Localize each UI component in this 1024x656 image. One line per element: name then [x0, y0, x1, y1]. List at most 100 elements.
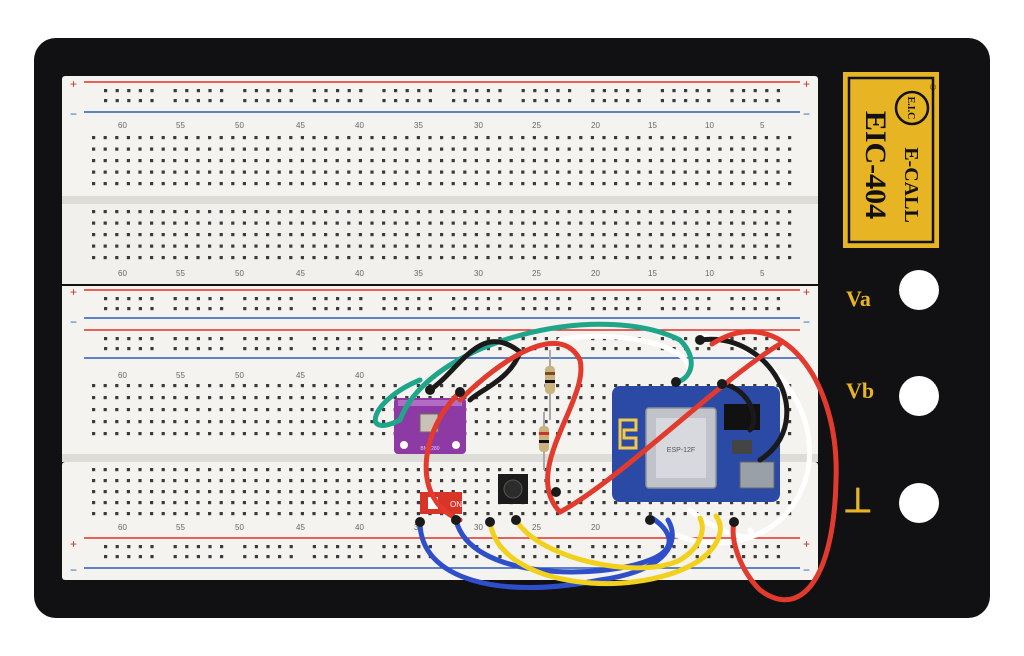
breadboard-hole	[335, 159, 339, 163]
rail-hole	[266, 555, 270, 559]
breadboard-hole	[579, 159, 583, 163]
breadboard-hole	[150, 221, 154, 225]
rail-hole	[254, 297, 258, 301]
minus-mark: −	[70, 315, 77, 329]
breadboard-hole	[532, 420, 536, 424]
rail-hole	[521, 89, 525, 93]
breadboard-hole	[161, 136, 165, 140]
breadboard-hole	[521, 384, 525, 388]
breadboard-hole	[219, 221, 223, 225]
breadboard-hole	[103, 221, 107, 225]
breadboard-hole	[672, 147, 676, 151]
breadboard-hole	[242, 420, 246, 424]
minus-mark: −	[70, 107, 77, 121]
breadboard-hole	[312, 468, 316, 472]
breadboard-hole	[289, 182, 293, 186]
breadboard-hole	[776, 136, 780, 140]
breadboard-hole	[509, 210, 513, 214]
rail-hole	[359, 347, 363, 351]
breadboard-hole	[335, 221, 339, 225]
minus-mark: −	[70, 563, 77, 577]
breadboard-hole	[695, 244, 699, 248]
breadboard-hole	[416, 182, 420, 186]
breadboard-hole	[115, 170, 119, 174]
breadboard-hole	[486, 468, 490, 472]
breadboard-hole	[208, 210, 212, 214]
breadboard-hole	[532, 501, 536, 505]
breadboard-hole	[324, 182, 328, 186]
logo-brand: E-CALL	[900, 147, 922, 223]
breadboard-hole	[521, 432, 525, 436]
breadboard-hole	[428, 210, 432, 214]
rail-hole	[521, 337, 525, 341]
breadboard-hole	[208, 170, 212, 174]
breadboard-hole	[544, 501, 548, 505]
breadboard-hole	[150, 420, 154, 424]
rail-hole	[637, 99, 641, 103]
breadboard-hole	[498, 182, 502, 186]
rail-hole	[104, 347, 108, 351]
rail-hole	[243, 555, 247, 559]
breadboard-hole	[138, 159, 142, 163]
breadboard-hole	[161, 432, 165, 436]
breadboard-hole	[289, 512, 293, 516]
breadboard-hole	[474, 420, 478, 424]
breadboard-hole	[277, 170, 281, 174]
rail-hole	[359, 99, 363, 103]
rail-hole	[730, 555, 734, 559]
breadboard-hole	[126, 490, 130, 494]
breadboard-hole	[625, 147, 629, 151]
breadboard-hole	[173, 490, 177, 494]
rail-hole	[104, 307, 108, 311]
breadboard-hole	[440, 182, 444, 186]
wire-red	[557, 341, 783, 515]
breadboard-hole	[358, 170, 362, 174]
rail-hole	[115, 555, 119, 559]
breadboard-hole	[637, 159, 641, 163]
rail-hole	[347, 297, 351, 301]
breadboard-hole	[347, 479, 351, 483]
breadboard-hole	[289, 159, 293, 163]
breadboard-hole	[788, 170, 792, 174]
breadboard-hole	[579, 136, 583, 140]
breadboard-hole	[103, 490, 107, 494]
breadboard-hole	[173, 501, 177, 505]
breadboard-hole	[393, 396, 397, 400]
breadboard-hole	[463, 468, 467, 472]
breadboard-hole	[776, 233, 780, 237]
minus-mark: −	[803, 563, 810, 577]
breadboard-hole	[92, 468, 96, 472]
breadboard-hole	[498, 468, 502, 472]
breadboard-hole	[196, 396, 200, 400]
breadboard-hole	[579, 221, 583, 225]
breadboard-hole	[718, 170, 722, 174]
breadboard-hole	[637, 221, 641, 225]
breadboard-hole	[347, 233, 351, 237]
microcontroller-board: ESP-12F	[612, 386, 780, 502]
rail-hole	[753, 297, 757, 301]
breadboard-hole	[184, 396, 188, 400]
rail-hole	[660, 307, 664, 311]
breadboard-hole	[289, 420, 293, 424]
rail-hole	[707, 555, 711, 559]
breadboard-hole	[556, 468, 560, 472]
breadboard-hole	[358, 420, 362, 424]
rail-hole	[138, 337, 142, 341]
breadboard-hole	[486, 244, 490, 248]
breadboard-hole	[741, 170, 745, 174]
rail-hole	[173, 337, 177, 341]
breadboard-hole	[556, 256, 560, 260]
breadboard-hole	[730, 210, 734, 214]
breadboard-hole	[521, 420, 525, 424]
breadboard-hole	[788, 244, 792, 248]
breadboard-hole	[370, 159, 374, 163]
breadboard-hole	[393, 468, 397, 472]
breadboard-hole	[196, 512, 200, 516]
rail-hole	[765, 307, 769, 311]
breadboard-hole	[451, 244, 455, 248]
breadboard-hole	[324, 233, 328, 237]
rail-hole	[150, 545, 154, 549]
rail-hole	[312, 555, 316, 559]
breadboard-hole	[184, 501, 188, 505]
breadboard-hole	[370, 384, 374, 388]
